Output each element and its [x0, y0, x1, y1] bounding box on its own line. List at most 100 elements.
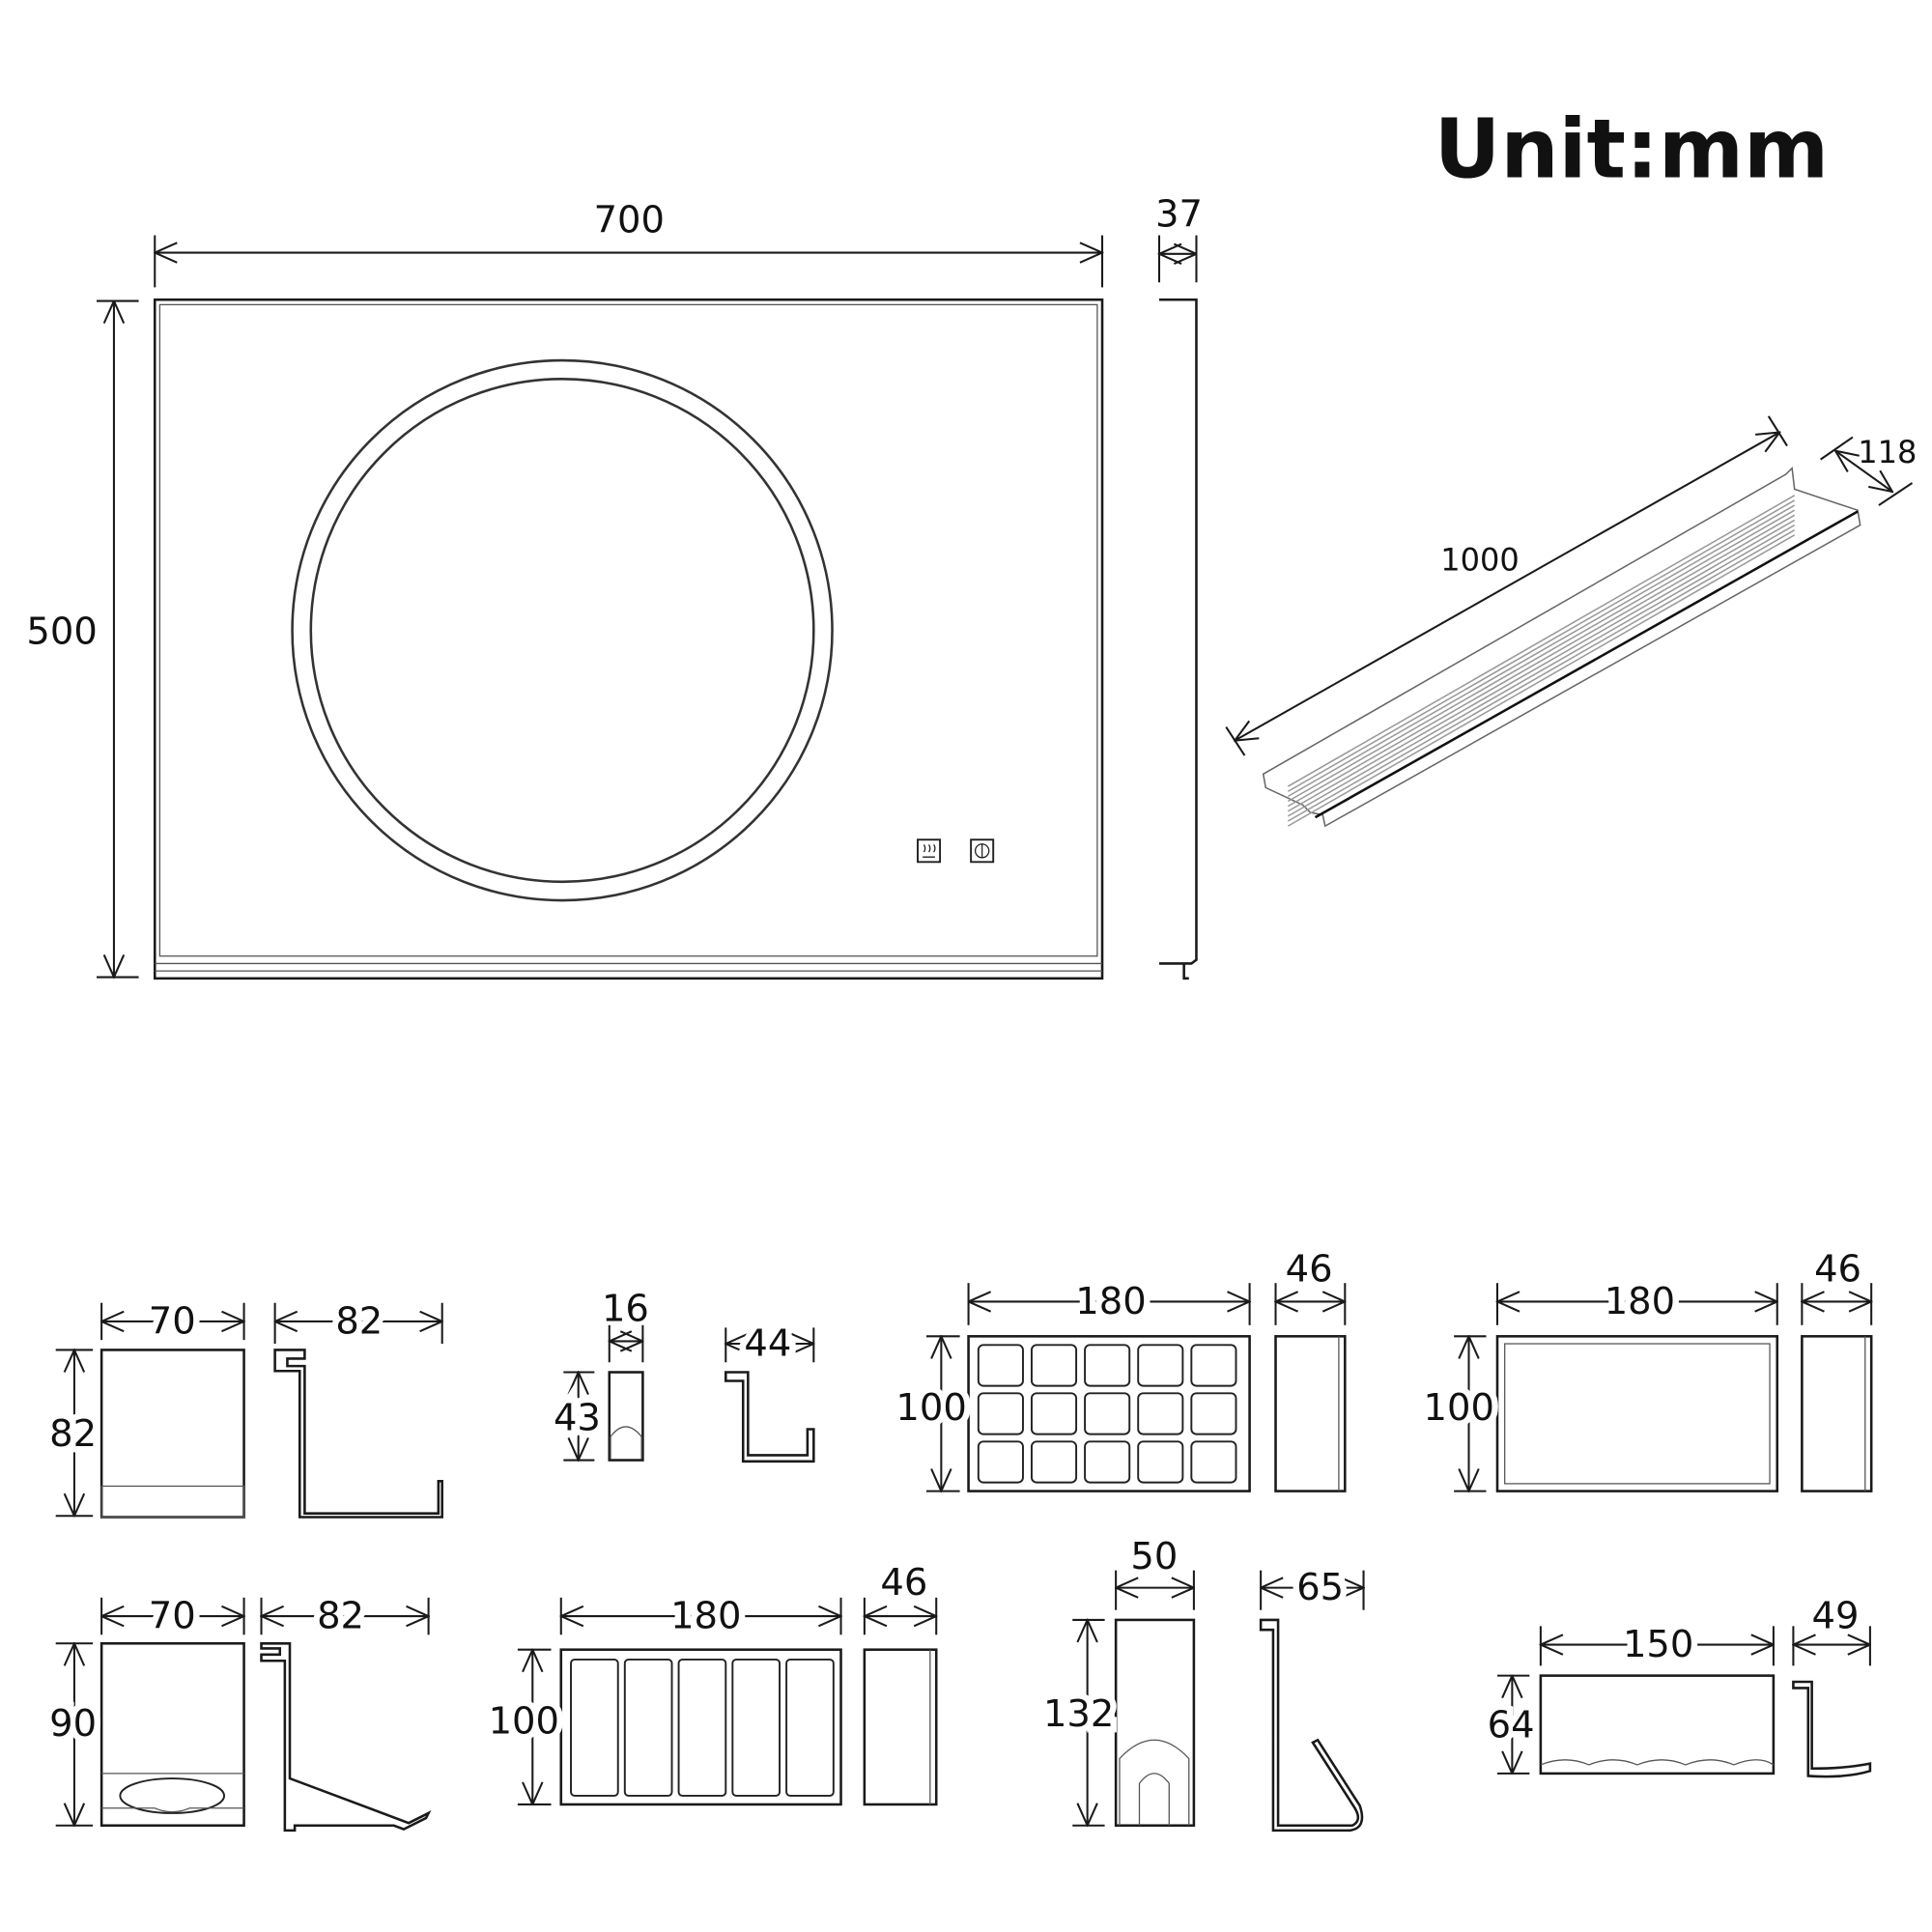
dim-accessories-slot-tray-width: 180	[561, 1588, 841, 1644]
dim-mirror-height: 500	[26, 301, 139, 978]
power-touch-icon	[970, 838, 995, 864]
grid-cell	[1084, 1392, 1131, 1435]
dim-accessories-hook-height: 43	[548, 1373, 607, 1461]
shelf-groove	[1287, 504, 1796, 798]
extension-line	[1878, 482, 1914, 506]
grid-cell	[977, 1392, 1024, 1435]
dim-accessories-plain-tray-depth: 46	[1802, 1248, 1871, 1325]
hook-front	[608, 1371, 644, 1462]
dim-accessories-tumbler-holder-width: 70	[101, 1588, 243, 1644]
slot-tray-front	[559, 1648, 842, 1806]
dimension-label: 180	[670, 1595, 741, 1638]
dim-accessories-hair-dryer-holder-width: 50	[1116, 1535, 1194, 1610]
dimension-label: 82	[49, 1412, 97, 1456]
slot-cell	[731, 1658, 781, 1797]
dimension-label: 82	[317, 1595, 364, 1638]
shelf-groove	[1287, 524, 1796, 817]
shelf-groove	[1287, 509, 1796, 803]
defog-icon	[917, 838, 942, 864]
slot-tray-side	[863, 1648, 938, 1806]
dimension-label: 46	[880, 1561, 927, 1605]
dim-shelf-depth: 118	[1820, 434, 1917, 506]
dimension-label: 37	[1155, 192, 1203, 236]
extension-line	[1820, 436, 1854, 461]
dim-accessories-cup-holder-depth: 82	[275, 1293, 442, 1350]
grid-cell	[1137, 1344, 1184, 1387]
dimension-label: 70	[149, 1299, 196, 1343]
dimension-line	[1235, 432, 1779, 740]
dimension-label: 100	[489, 1700, 559, 1744]
dim-accessories-slot-tray-depth: 46	[865, 1561, 936, 1635]
dim-accessories-hook-width: 16	[602, 1288, 649, 1363]
dimension-label: 118	[1858, 434, 1917, 470]
grid-tray-side	[1274, 1335, 1347, 1492]
tumbler-holder-side	[260, 1642, 432, 1833]
dimension-label: 150	[1623, 1623, 1693, 1666]
dimension-label: 43	[554, 1396, 601, 1439]
dim-accessories-plain-tray-width: 180	[1497, 1274, 1777, 1329]
dim-mirror-width: 700	[155, 199, 1102, 288]
shelf-groove	[1287, 495, 1796, 787]
dim-accessories-slot-tray-height: 100	[482, 1650, 565, 1804]
slot-cell	[785, 1658, 835, 1797]
dimension-label: 50	[1130, 1535, 1178, 1578]
grid-cell	[1030, 1440, 1078, 1484]
grid-cell	[1190, 1344, 1237, 1387]
dimension-label: 90	[49, 1702, 97, 1746]
dimension-label: 100	[1424, 1386, 1494, 1430]
grid-cell	[1190, 1392, 1237, 1435]
hair-dryer-holder-front	[1114, 1618, 1196, 1828]
dim-accessories-hair-dryer-holder-height: 132	[1037, 1620, 1121, 1826]
extension-line	[1225, 726, 1246, 756]
dimension-label: 44	[744, 1322, 791, 1366]
grid-cell	[1084, 1440, 1131, 1484]
slot-cell	[623, 1658, 673, 1797]
dim-accessories-cup-holder-height: 82	[43, 1350, 103, 1516]
dim-accessories-tumbler-holder-height: 90	[43, 1643, 103, 1825]
grid-tray-front	[967, 1335, 1251, 1492]
dimension-label: 132	[1043, 1692, 1114, 1736]
tumbler-holder-front	[99, 1642, 245, 1828]
dim-accessories-grid-tray-width: 180	[969, 1274, 1250, 1329]
hair-dryer-holder-side	[1259, 1618, 1364, 1833]
dim-accessories-grid-tray-height: 100	[890, 1336, 973, 1491]
dimension-label: 46	[1286, 1248, 1333, 1292]
mirror-front-view	[153, 298, 1104, 980]
dim-accessories-grid-tray-depth: 46	[1276, 1248, 1346, 1325]
dim-accessories-plain-tray-height: 100	[1417, 1336, 1500, 1491]
grid-cell	[1030, 1392, 1078, 1435]
brush-holder-front	[1539, 1674, 1776, 1776]
brush-holder-side	[1792, 1680, 1872, 1778]
cup-holder-front	[99, 1349, 245, 1519]
dim-accessories-brush-holder-height: 64	[1481, 1676, 1541, 1774]
grid-cell	[977, 1440, 1024, 1484]
grid-cell	[1030, 1344, 1078, 1387]
dimension-label: 180	[1075, 1280, 1146, 1323]
shelf-groove	[1287, 499, 1796, 792]
plain-tray-front	[1495, 1335, 1779, 1492]
grid-cell	[977, 1344, 1024, 1387]
slot-cell	[570, 1658, 619, 1797]
grid-cell	[1137, 1440, 1184, 1484]
dim-shelf-length: 1000	[1225, 415, 1788, 756]
unit-label: Unit:mm	[1435, 100, 1830, 196]
shelf-groove	[1287, 534, 1796, 827]
dim-accessories-brush-holder-width: 150	[1541, 1617, 1774, 1672]
grid-cell	[1190, 1440, 1237, 1484]
dim-accessories-brush-holder-depth: 49	[1793, 1595, 1869, 1666]
grid-cell	[1084, 1344, 1131, 1387]
dimension-label: 82	[335, 1299, 383, 1343]
dimension-label: 16	[602, 1288, 649, 1331]
mirror-side-view	[1159, 298, 1198, 980]
dimension-line	[1835, 451, 1892, 492]
dimension-label: 64	[1488, 1703, 1535, 1747]
shelf-groove	[1287, 529, 1796, 822]
dim-accessories-hair-dryer-holder-depth: 65	[1261, 1560, 1363, 1616]
dimension-label: 46	[1814, 1248, 1861, 1292]
dimension-label: 500	[26, 610, 97, 653]
dimension-label: 49	[1812, 1595, 1860, 1638]
dimension-label: 65	[1296, 1566, 1344, 1609]
cup-holder-side	[273, 1349, 443, 1519]
dim-accessories-tumbler-holder-depth: 82	[262, 1588, 429, 1644]
